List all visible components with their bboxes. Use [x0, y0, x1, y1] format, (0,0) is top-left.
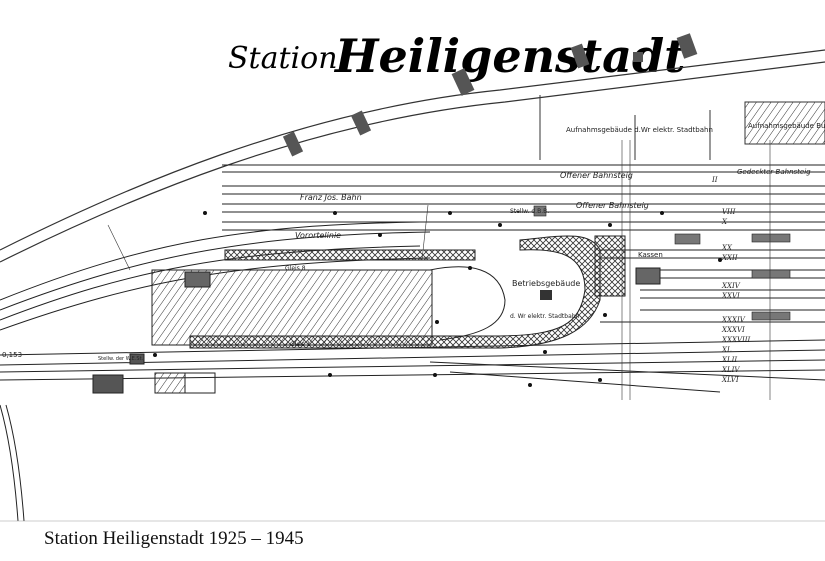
svg-text:XXIV: XXIV [721, 282, 741, 290]
label-vorortelinie: Vorortelinie [295, 231, 341, 240]
track-numbers: II VIII X XX XXII XXIV XXVI XXXIV XXXVI … [711, 176, 751, 384]
depot-block [184, 271, 211, 288]
svg-text:II: II [711, 176, 718, 184]
label-stellwerk-1: Stellw. d.B.B. [510, 208, 549, 215]
svg-text:XXII: XXII [721, 254, 738, 262]
svg-text:XXVI: XXVI [721, 292, 740, 300]
roadside-buildings [282, 33, 698, 157]
svg-text:XXXVI: XXXVI [721, 326, 745, 334]
platform-gleis8 [224, 249, 476, 261]
right-blocks [533, 205, 791, 321]
label-offener-bahnsteig-2: Offener Bahnsteig [576, 201, 649, 210]
svg-text:XLVI: XLVI [721, 376, 739, 384]
stadtbahn-building [539, 95, 711, 160]
building-bottom-left [92, 374, 124, 394]
left-lower-tracks [0, 404, 25, 522]
label-aufnahme-bundesbahn: Aufnahmsgebäude Bundesb. [748, 122, 825, 130]
loop-track [429, 266, 506, 341]
building-bottom-hatched [154, 372, 186, 394]
building-bottom-empty [184, 372, 216, 394]
label-km: 0,153 [2, 351, 22, 359]
map-title-prefix: Station [228, 41, 338, 76]
svg-text:XLIV: XLIV [721, 366, 740, 374]
label-betriebsgebaeude: Betriebsgebäude [512, 279, 580, 288]
upper-road [0, 49, 825, 263]
svg-text:X: X [721, 218, 728, 226]
signal-dots [153, 211, 722, 387]
svg-text:XXXVIII: XXXVIII [721, 336, 751, 344]
label-gleis-1: Gleis 1 [290, 341, 311, 348]
map-caption: Station Heiligenstadt 1925 – 1945 [44, 528, 304, 549]
svg-text:XL: XL [721, 346, 732, 354]
label-kassen: Kassen [638, 251, 663, 259]
svg-text:VIII: VIII [722, 208, 736, 216]
betriebsgebaeude-block [540, 290, 552, 300]
label-franz-jos-bahn: Franz Jos. Bahn [300, 193, 362, 202]
signal-posts [107, 140, 771, 400]
label-aufnahme-stadtbahn: Aufnahmsgebäude d.Wr elektr. Stadtbahn [566, 126, 713, 134]
svg-text:XX: XX [721, 244, 733, 252]
label-gedeckter-bahnsteig: Gedeckter Bahnsteig [737, 168, 811, 176]
svg-text:XXXIV: XXXIV [721, 316, 746, 324]
label-gleis-8: Gleis 8 [285, 265, 306, 272]
label-betriebsgebaeude-sub: d. Wr elektr. Stadtbahn [510, 313, 580, 320]
label-offener-bahnsteig-1: Offener Bahnsteig [560, 171, 633, 180]
svg-text:XLII: XLII [721, 356, 737, 364]
label-stellwerk-2: Stellw. der W.E.St. [98, 356, 144, 362]
kassen-block [635, 267, 661, 285]
stellwerk-block [129, 353, 145, 365]
map-title-main: Heiligenstadt [333, 29, 685, 83]
platform-connector [594, 235, 626, 297]
bundesbahn-building [744, 101, 825, 145]
